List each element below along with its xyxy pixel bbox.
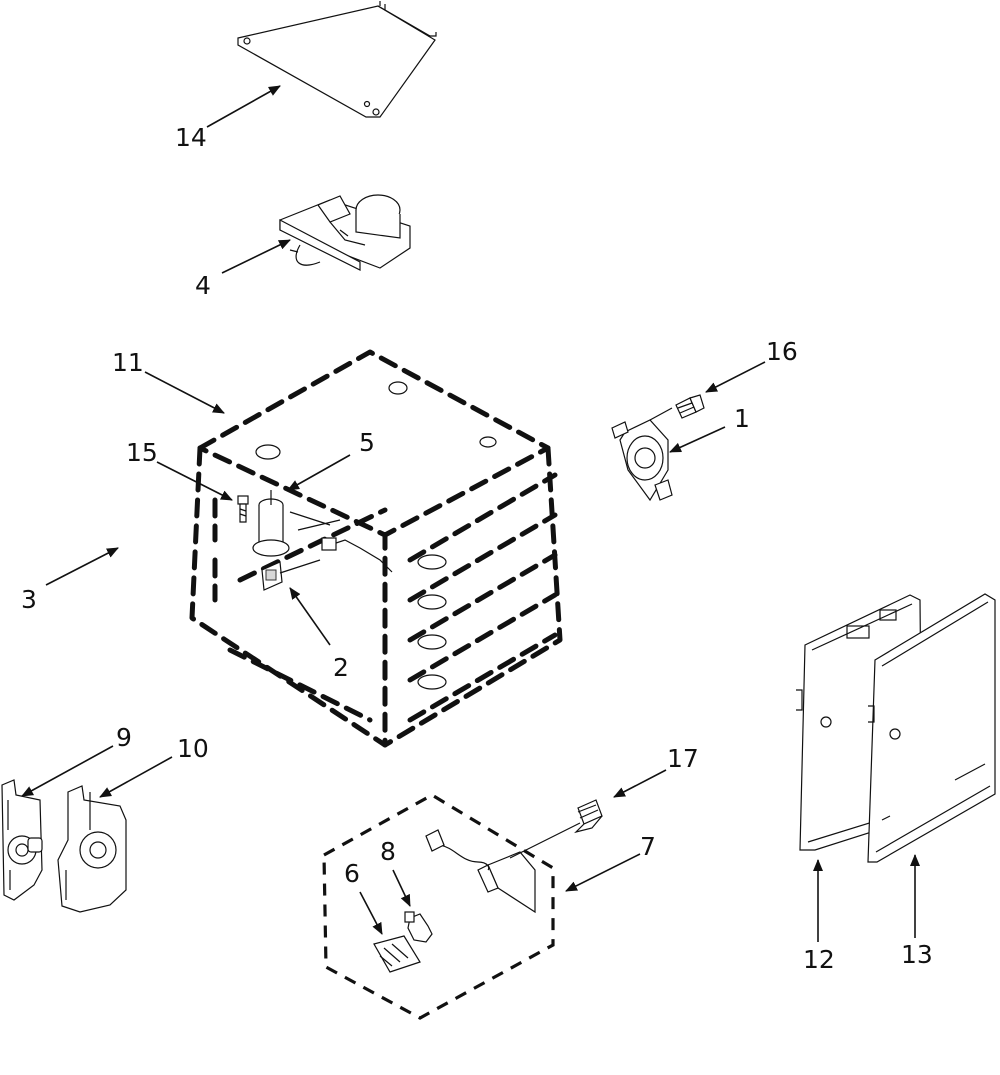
callout-12-label: 12 (803, 945, 835, 974)
callout-9-label: 9 (116, 723, 132, 752)
callout-9-leader (21, 745, 114, 797)
oven-cavity-icon (189, 349, 563, 748)
callout-8-leader (392, 869, 411, 907)
callout-15-leader (156, 461, 233, 501)
bracket-plate-icon (237, 1, 437, 118)
door-lock-motor-icon (279, 194, 411, 271)
oven-sensor-icon (252, 490, 290, 557)
callout-11-leader (144, 371, 225, 414)
callout-5-label: 5 (359, 428, 375, 457)
side-panel-icon (867, 593, 996, 863)
callout-3-label: 3 (21, 585, 37, 614)
callout-11-label: 11 (112, 348, 144, 377)
callout-10-label: 10 (177, 734, 209, 763)
callout-1-label: 1 (734, 404, 750, 433)
screw-icon (237, 495, 249, 523)
callout-16-leader (705, 361, 766, 393)
hinge-icon (57, 785, 127, 913)
bulb-icon (404, 911, 433, 943)
callout-7-label: 7 (640, 832, 656, 861)
sensor-bracket-icon (261, 559, 321, 591)
lens-icon (373, 935, 421, 973)
callout-14-leader (206, 85, 281, 128)
hinge-icon (1, 779, 43, 901)
callout-6-label: 6 (344, 859, 360, 888)
callout-6-leader (359, 891, 383, 935)
callout-2-leader (289, 587, 331, 646)
thermal-fuse-icon (611, 407, 673, 502)
callout-14-label: 14 (175, 123, 207, 152)
callout-7-leader (565, 853, 641, 892)
callout-10-leader (99, 756, 173, 798)
screw-icon (574, 799, 603, 834)
callout-16-label: 16 (766, 337, 798, 366)
callout-17-label: 17 (667, 744, 699, 773)
callout-3-leader (45, 547, 119, 586)
callout-4-leader (221, 239, 291, 274)
callout-5-leader (287, 454, 351, 491)
light-assembly-icon (322, 793, 581, 1020)
callout-2-label: 2 (333, 653, 349, 682)
screw-icon (675, 394, 705, 419)
callout-15-label: 15 (126, 438, 158, 467)
callout-8-label: 8 (380, 837, 396, 866)
callout-1-leader (669, 426, 726, 453)
callout-4-label: 4 (195, 271, 211, 300)
callout-13-label: 13 (901, 940, 933, 969)
callout-17-leader (613, 769, 667, 798)
